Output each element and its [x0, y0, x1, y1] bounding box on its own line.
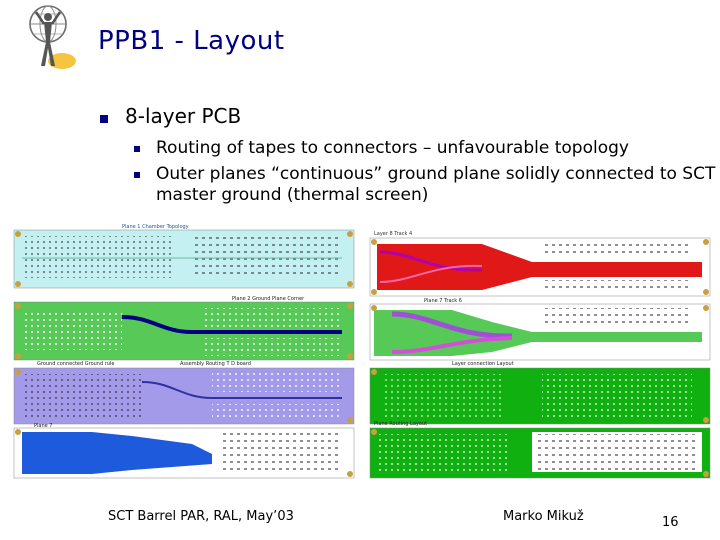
page-number: 16	[662, 515, 679, 530]
bullet-main: 8-layer PCB	[125, 104, 242, 128]
footer-author: Marko Mikuž	[503, 509, 584, 524]
pcb-panel-layer8	[369, 237, 711, 297]
panel-label-right2: Plane 7 Track 6	[424, 298, 462, 304]
panel-label-right1: Layer 8 Track 4	[374, 231, 412, 237]
panel-label-left2: Plane 2 Ground Plane Corner	[232, 296, 305, 302]
panel-label-left3: Ground connected Ground rule	[37, 361, 114, 367]
bullet-sub-routing: Routing of tapes to connectors – unfavou…	[156, 138, 629, 158]
panel-label-left3b: Assembly Routing T D board	[180, 361, 251, 367]
bullet-marker	[134, 146, 140, 152]
pcb-panel-layer7	[369, 303, 711, 361]
pcb-panel-layer5	[369, 427, 711, 479]
pcb-panel-layer2	[13, 301, 355, 361]
pcb-panel-layer1	[13, 229, 355, 289]
panel-label-right4: Plane Routing Layout	[374, 421, 427, 427]
panel-label-right3: Layer connection Layout	[452, 361, 514, 367]
bullet-sub-outer-planes: Outer planes “continuous” ground plane s…	[156, 164, 716, 205]
pcb-panel-layer3	[13, 367, 355, 425]
panel-label-left4: Plane 7	[34, 423, 52, 429]
bullet-marker	[134, 172, 140, 178]
footer-event: SCT Barrel PAR, RAL, May’03	[108, 509, 294, 524]
pcb-panel-layer7b	[13, 427, 355, 479]
panel-label-left1: Plane 1 Chamber Topology	[122, 224, 189, 230]
pcb-layer-figure: Plane 1 Chamber Topology Layer 8 Track 4…	[13, 224, 711, 479]
pcb-panel-layer6	[369, 367, 711, 425]
bullet-marker	[100, 115, 108, 123]
logo-icon	[29, 5, 76, 69]
slide-title: PPB1 - Layout	[98, 26, 285, 56]
